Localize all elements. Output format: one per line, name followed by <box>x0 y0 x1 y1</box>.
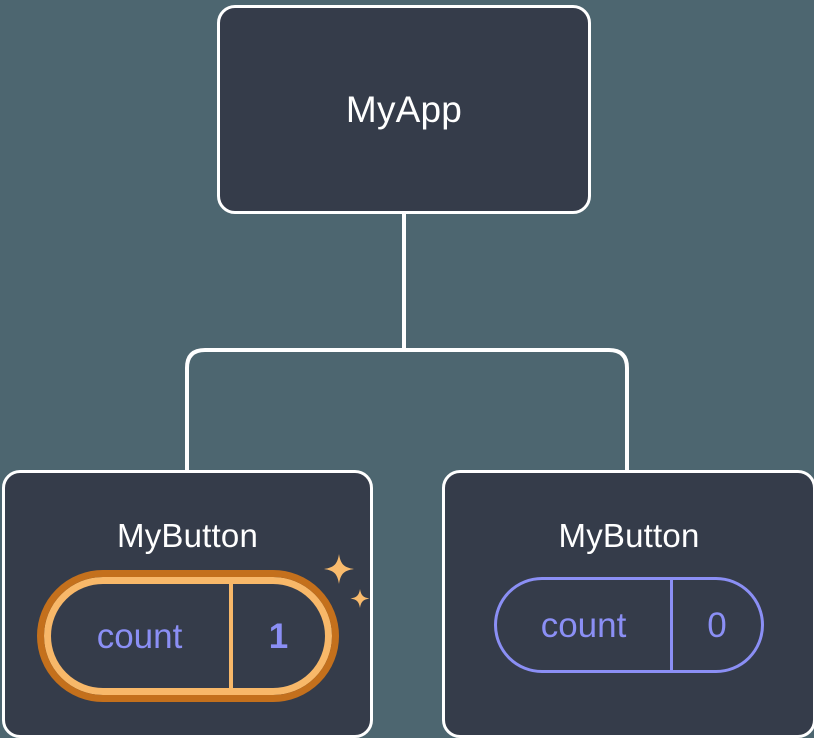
node-myapp[interactable]: MyApp <box>217 5 591 214</box>
state-pill-wrap-0: count 1 <box>36 554 369 702</box>
node-mybutton-0[interactable]: MyButton count 1 <box>2 470 373 738</box>
state-pill-key-0: count <box>96 616 183 656</box>
node-mybutton-0-title: MyButton <box>117 517 258 554</box>
node-myapp-title: MyApp <box>345 88 463 130</box>
state-pill-value-0: 1 <box>228 584 325 688</box>
sparkle-icon-small <box>350 589 369 608</box>
state-pill-plain[interactable]: count 0 <box>494 577 764 673</box>
node-mybutton-1-title: MyButton <box>558 517 700 554</box>
connector-branch-left <box>185 348 404 472</box>
sparkle-icon-large <box>323 554 354 584</box>
state-pill-key-1: count <box>540 605 627 645</box>
state-pill-value-1: 0 <box>670 580 761 670</box>
node-mybutton-1[interactable]: MyButton count 0 <box>442 470 814 738</box>
state-pill-highlighted[interactable]: count 1 <box>36 570 339 702</box>
state-pill-wrap-1: count 0 <box>494 577 764 673</box>
connector-branch-right <box>404 348 629 472</box>
